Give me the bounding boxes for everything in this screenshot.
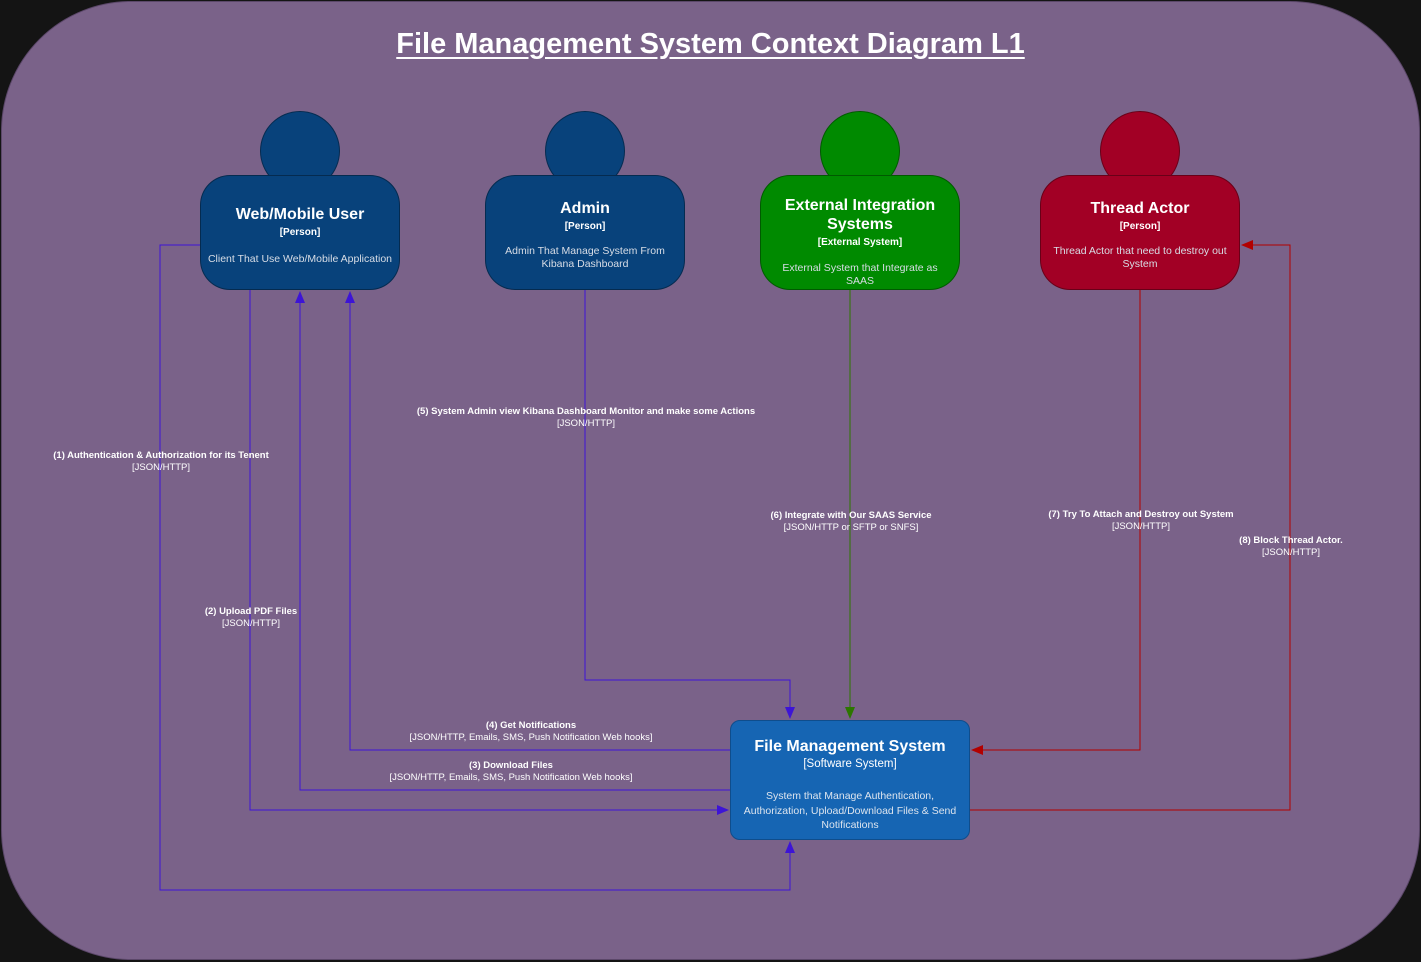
edge-3-line bbox=[295, 291, 730, 791]
thread-actor-node[interactable]: Thread Actor [Person] Thread Actor that … bbox=[1040, 175, 1240, 290]
external-system-node[interactable]: External Integration Systems [External S… bbox=[760, 175, 960, 290]
edge-7-title: (7) Try To Attach and Destroy out System bbox=[1048, 509, 1234, 520]
edge-4-protocol: [JSON/HTTP, Emails, SMS, Push Notificati… bbox=[409, 732, 653, 743]
edge-2-line bbox=[249, 290, 729, 815]
edge-1-title: (1) Authentication & Authorization for i… bbox=[53, 450, 269, 461]
edge-5-protocol: [JSON/HTTP] bbox=[556, 418, 616, 429]
edge-2-label: (2) Upload PDF Files [JSON/HTTP] bbox=[205, 606, 297, 630]
edge-8-label: (8) Block Thread Actor. [JSON/HTTP] bbox=[1239, 535, 1343, 559]
edge-4-line bbox=[345, 291, 730, 751]
edge-2-protocol: [JSON/HTTP] bbox=[221, 618, 281, 629]
edge-4-title: (4) Get Notifications bbox=[485, 720, 577, 731]
thread-actor-name: Thread Actor bbox=[1090, 200, 1190, 217]
edge-7-line bbox=[971, 290, 1141, 755]
admin-node[interactable]: Admin [Person] Admin That Manage System … bbox=[485, 175, 685, 290]
web-user-node[interactable]: Web/Mobile User [Person] Client That Use… bbox=[200, 175, 400, 290]
edge-3-title: (3) Download Files bbox=[469, 760, 553, 771]
edge-7-label: (7) Try To Attach and Destroy out System… bbox=[1048, 509, 1233, 533]
edge-1-label: (1) Authentication & Authorization for i… bbox=[53, 450, 269, 474]
thread-actor-type: [Person] bbox=[1119, 221, 1161, 232]
edge-6-label: (6) Integrate with Our SAAS Service [JSO… bbox=[770, 510, 931, 534]
fms-type: [Software System] bbox=[803, 758, 897, 770]
admin-description: Admin That Manage System From Kibana Das… bbox=[505, 245, 665, 270]
edge-1-protocol: [JSON/HTTP] bbox=[131, 462, 191, 473]
admin-type: [Person] bbox=[564, 221, 606, 232]
edge-1-line bbox=[159, 244, 795, 891]
edge-7-protocol: [JSON/HTTP] bbox=[1111, 521, 1171, 532]
edge-3-protocol: [JSON/HTTP, Emails, SMS, Push Notificati… bbox=[389, 772, 633, 783]
edge-6-protocol: [JSON/HTTP or SFTP or SNFS] bbox=[783, 522, 919, 533]
file-management-system-node[interactable]: File Management System [Software System]… bbox=[730, 720, 970, 840]
admin-name: Admin bbox=[560, 200, 610, 217]
edge-2-title: (2) Upload PDF Files bbox=[204, 606, 298, 617]
web-user-description: Client That Use Web/Mobile Application bbox=[207, 253, 393, 265]
external-name: External Integration Systems bbox=[784, 197, 936, 233]
diagram-title: File Management System Context Diagram L… bbox=[396, 28, 1025, 60]
edge-5-label: (5) System Admin view Kibana Dashboard M… bbox=[417, 406, 755, 430]
edge-4-label: (4) Get Notifications [JSON/HTTP, Emails… bbox=[409, 720, 652, 744]
edge-5-title: (5) System Admin view Kibana Dashboard M… bbox=[416, 406, 756, 417]
edge-3-label: (3) Download Files [JSON/HTTP, Emails, S… bbox=[389, 760, 632, 784]
fms-description: System that Manage Authentication, Autho… bbox=[743, 790, 957, 831]
edge-6-title: (6) Integrate with Our SAAS Service bbox=[770, 510, 932, 521]
external-description: External System that Integrate as SAAS bbox=[782, 262, 938, 287]
fms-name: File Management System bbox=[754, 738, 946, 755]
edge-8-title: (8) Block Thread Actor. bbox=[1239, 535, 1343, 546]
edge-8-line bbox=[970, 240, 1291, 811]
web-user-name: Web/Mobile User bbox=[235, 206, 365, 223]
edge-8-protocol: [JSON/HTTP] bbox=[1261, 547, 1321, 558]
thread-actor-description: Thread Actor that need to destroy out Sy… bbox=[1053, 245, 1227, 270]
edge-5-line bbox=[584, 290, 795, 719]
web-user-type: [Person] bbox=[279, 227, 321, 238]
external-type: [External System] bbox=[817, 237, 903, 248]
